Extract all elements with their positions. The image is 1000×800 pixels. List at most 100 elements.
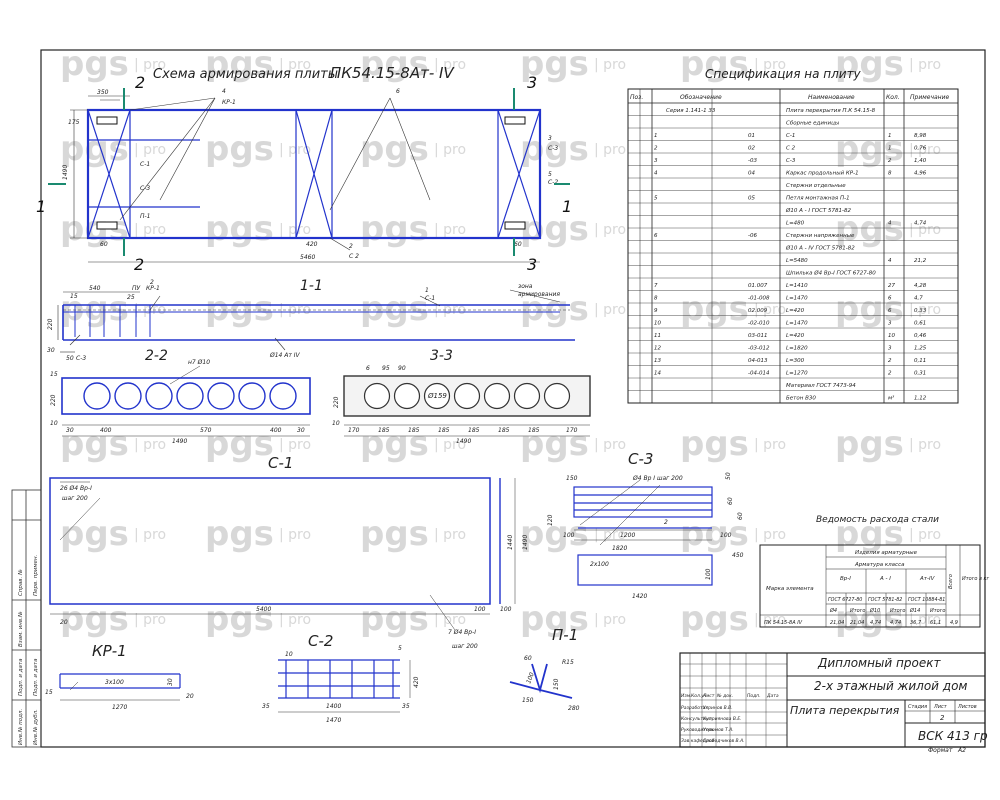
c1-note-1: 26 Ø4 Вр-I bbox=[60, 485, 92, 492]
watermark-text: pgs bbox=[205, 599, 274, 639]
watermark-text: pgs bbox=[360, 209, 429, 249]
s11-dim-25: 25 bbox=[127, 294, 135, 301]
spec-cell-qty: 8 bbox=[888, 171, 892, 177]
spec-cell-qty: 10 bbox=[888, 333, 895, 339]
watermark-text: pgs bbox=[205, 209, 274, 249]
spec-cell-pos: 6 bbox=[654, 233, 658, 239]
spec-cell-note: 21,2 bbox=[914, 258, 927, 264]
watermark-suffix: | pro bbox=[434, 437, 466, 453]
stamp-role: Разработал bbox=[681, 705, 708, 711]
spec-cell-name: С 2 bbox=[786, 146, 796, 152]
spec-cell-name: L=1470 bbox=[786, 321, 808, 327]
s33-dim: 185 bbox=[468, 427, 480, 434]
watermark-suffix: | pro bbox=[909, 57, 941, 73]
void-circle bbox=[207, 382, 235, 410]
c3-dim-450: 450 bbox=[732, 552, 744, 559]
c2-dim-5: 5 bbox=[398, 645, 402, 652]
watermark-text: pgs bbox=[680, 44, 749, 84]
spec-cell-qty: 3 bbox=[888, 346, 892, 352]
spec-cell-note: 0,76 bbox=[914, 146, 927, 152]
spec-cell-name: L=420 bbox=[786, 308, 805, 314]
s11-label-c3: С-3 bbox=[76, 355, 86, 362]
steel-gost: ГОСТ 6727-80 bbox=[828, 597, 862, 603]
s11-dim-220: 220 bbox=[47, 318, 54, 330]
s22-dim: 400 bbox=[100, 427, 112, 434]
watermark-text: pgs bbox=[680, 289, 749, 329]
c2-dim-35b: 35 bbox=[402, 703, 410, 710]
spec-cell-code: 01 bbox=[748, 133, 755, 139]
kr1-dim-20: 20 bbox=[186, 693, 194, 700]
spec-cell-note: 4,7 bbox=[914, 296, 923, 302]
side-label-1: Инв.№ подл. bbox=[18, 709, 24, 745]
side-label-7: Перв. примен. bbox=[33, 554, 39, 596]
steel-sub: Ø4 bbox=[829, 607, 837, 614]
spec-cell-pos: 7 bbox=[654, 283, 658, 289]
spec-cell-qty: 6 bbox=[888, 308, 892, 314]
steel-sub: Ø10 bbox=[869, 607, 880, 614]
watermark-suffix: | pro bbox=[909, 527, 941, 543]
spec-cell-name: С-1 bbox=[786, 133, 795, 139]
spec-cell-code: -01-008 bbox=[748, 296, 770, 302]
p1-dim-c: 150 bbox=[522, 697, 534, 704]
watermark-suffix: | pro bbox=[594, 302, 626, 318]
watermark-text: pgs bbox=[360, 599, 429, 639]
spec-cell-qty: 2 bbox=[888, 358, 892, 364]
plan-title: Схема армирования плиты bbox=[153, 67, 338, 82]
spec-cell-code: 01.007 bbox=[748, 283, 768, 289]
steel-cell: 4,74 bbox=[890, 620, 901, 626]
spec-cell-pos: 13 bbox=[654, 358, 661, 364]
section-mark-3-bottom: 3 bbox=[527, 255, 537, 274]
watermark-suffix: | pro bbox=[279, 612, 311, 628]
steel-title: Ведомость расхода стали bbox=[816, 515, 939, 525]
s22-dim-220: 220 bbox=[50, 394, 57, 406]
stamp-head: Изм. bbox=[681, 693, 692, 699]
watermark-suffix: | pro bbox=[594, 612, 626, 628]
spec-cell-name: L=1470 bbox=[786, 296, 808, 302]
watermark-suffix: | pro bbox=[134, 222, 166, 238]
watermark-text: pgs bbox=[835, 129, 904, 169]
stamp-stage: Стадия bbox=[908, 704, 927, 710]
kr1-dim-15: 15 bbox=[45, 689, 53, 696]
s33-dim: 185 bbox=[528, 427, 540, 434]
plan-label-n5: 5 bbox=[548, 171, 552, 178]
steel-cell: ПК 54.15-8А IV bbox=[764, 620, 803, 626]
watermark-text: pgs bbox=[205, 289, 274, 329]
spec-cell-note: 0,31 bbox=[914, 371, 926, 377]
spec-cell-name: L=1270 bbox=[786, 371, 808, 377]
side-label-2: Подп. и дата bbox=[18, 658, 24, 696]
spec-cell-name: С-3 bbox=[786, 158, 796, 164]
c3-dim-1200: 1200 bbox=[620, 532, 635, 539]
spec-cell-qty: м³ bbox=[888, 395, 895, 402]
c3-dim-60: 60 bbox=[727, 497, 734, 505]
s22-voids bbox=[83, 382, 297, 410]
plan-dim-175: 175 bbox=[68, 119, 80, 126]
c3-note: Ø4 Вр I шаг 200 bbox=[632, 475, 683, 482]
watermark-text: pgs bbox=[520, 289, 589, 329]
spec-cell-qty: 2 bbox=[888, 371, 892, 377]
s22-dim: 30 bbox=[297, 427, 305, 434]
c2-dim-420: 420 bbox=[413, 676, 420, 688]
spec-cell-note: 4,96 bbox=[914, 171, 927, 177]
watermark-text: pgs bbox=[205, 129, 274, 169]
s11-label-n1: 1 bbox=[425, 287, 429, 294]
watermark-text: pgs bbox=[520, 599, 589, 639]
void-circle bbox=[83, 382, 111, 410]
side-label-3: Взам. инв.№ bbox=[18, 611, 24, 647]
spec-cell-note: 1,12 bbox=[914, 396, 927, 402]
steel-border bbox=[759, 544, 981, 628]
c1-dim-1490: 1490 bbox=[522, 535, 529, 550]
c2-dim-35a: 35 bbox=[262, 703, 270, 710]
stamp-role: Руководитель bbox=[681, 727, 715, 733]
watermark-suffix: | pro bbox=[909, 142, 941, 158]
plan-dim-350: 350 bbox=[97, 89, 109, 96]
s33-total: 1490 bbox=[456, 438, 471, 445]
loop-p1: П-1 R15 150 150 100 280 60 bbox=[509, 626, 580, 712]
stamp-role: Зав.кафедрой bbox=[681, 738, 715, 744]
c1-dim-5400: 5400 bbox=[256, 606, 271, 613]
spec-cell-qty: 4 bbox=[888, 258, 892, 264]
stamp-name: Угрюмов Т.А. bbox=[703, 727, 734, 733]
watermark-suffix: | pro bbox=[909, 302, 941, 318]
c1-dim-1440: 1440 bbox=[507, 535, 514, 550]
spec-cell-pos: 4 bbox=[654, 171, 658, 177]
